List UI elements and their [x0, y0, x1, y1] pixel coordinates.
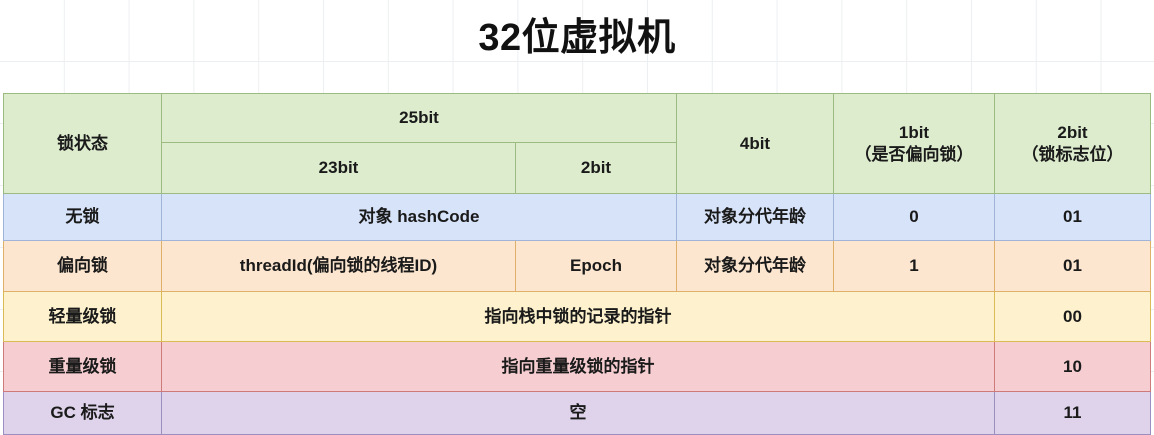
row-state-nolock: 无锁 [3, 193, 162, 241]
row-lockflag-lightweight: 00 [994, 291, 1151, 342]
header-2bit-line1: 2bit [1057, 123, 1088, 143]
row-biasedbit-biased: 1 [833, 240, 995, 292]
row-biasedbit-nolock: 0 [833, 193, 995, 241]
row-field-gc-empty: 空 [161, 391, 995, 435]
table-row: 偏向锁 threadId(偏向锁的线程ID) Epoch 对象分代年龄 1 01 [3, 240, 1151, 292]
row-state-gc: GC 标志 [3, 391, 162, 435]
row-field-heavyweight-pointer: 指向重量级锁的指针 [161, 341, 995, 392]
object-header-layout-table: 锁状态 25bit 4bit 1bit （是否偏向锁） 2bit （锁标志位） … [3, 93, 1151, 435]
row-field-biased-threadid: threadId(偏向锁的线程ID) [161, 240, 516, 292]
row-age-nolock: 对象分代年龄 [676, 193, 834, 241]
header-2bit-line2: （锁标志位） [1021, 144, 1124, 164]
header-23bit: 23bit [161, 142, 516, 194]
table-row: 重量级锁 指向重量级锁的指针 10 [3, 341, 1151, 392]
page-title: 32位虚拟机 [478, 17, 676, 59]
header-1bit-biased: 1bit （是否偏向锁） [833, 93, 995, 194]
row-lockflag-nolock: 01 [994, 193, 1151, 241]
header-1bit-line2: （是否偏向锁） [854, 144, 974, 164]
header-1bit-line1: 1bit [898, 123, 930, 143]
table-row: 无锁 对象 hashCode 对象分代年龄 0 01 [3, 193, 1151, 241]
table-row: 轻量级锁 指向栈中锁的记录的指针 00 [3, 291, 1151, 342]
row-state-heavyweight: 重量级锁 [3, 341, 162, 392]
header-group-25bit: 25bit [161, 93, 677, 143]
header-4bit: 4bit [676, 93, 834, 194]
row-lockflag-gc: 11 [994, 391, 1151, 435]
table-header-row-1: 锁状态 25bit 4bit 1bit （是否偏向锁） 2bit （锁标志位） [3, 93, 1151, 194]
row-lockflag-heavyweight: 10 [994, 341, 1151, 392]
row-field-lightweight-pointer: 指向栈中锁的记录的指针 [161, 291, 995, 342]
row-age-biased: 对象分代年龄 [676, 240, 834, 292]
row-state-biased: 偏向锁 [3, 240, 162, 292]
row-field-biased-epoch: Epoch [515, 240, 677, 292]
header-2bit-epoch: 2bit [515, 142, 677, 194]
table-row: GC 标志 空 11 [3, 391, 1151, 435]
row-state-lightweight: 轻量级锁 [3, 291, 162, 342]
header-lock-state: 锁状态 [3, 93, 162, 194]
row-lockflag-biased: 01 [994, 240, 1151, 292]
row-field-nolock-hashcode: 对象 hashCode [161, 193, 677, 241]
header-2bit-lockflag: 2bit （锁标志位） [994, 93, 1151, 194]
